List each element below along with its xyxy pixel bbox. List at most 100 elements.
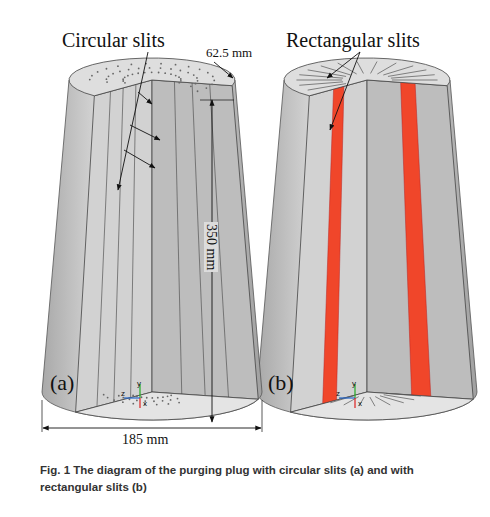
cut-floor — [291, 392, 474, 420]
rectangular-slit — [401, 82, 431, 396]
slit-hole — [187, 72, 189, 74]
slit-mark — [371, 61, 377, 73]
slit-hole — [162, 400, 164, 402]
slit-mark — [377, 63, 396, 74]
dimension-label: 185 mm — [122, 433, 168, 447]
slit-hole — [197, 80, 199, 82]
slit-hole — [129, 398, 131, 400]
slit-hole — [213, 80, 215, 82]
slit-hole — [146, 397, 148, 399]
extension-line — [42, 400, 43, 432]
dimension-line — [43, 428, 261, 429]
axis-arrow — [139, 398, 140, 408]
leader-line — [330, 52, 360, 130]
cut-face — [152, 80, 258, 399]
axis-label: y — [137, 380, 141, 388]
slit-mark — [375, 397, 390, 405]
plug-top — [69, 58, 235, 96]
part-label: Circular slits — [62, 30, 165, 50]
slit-hole — [162, 396, 164, 398]
slit-hole — [136, 396, 138, 398]
slit-hole — [149, 67, 151, 69]
circular-slit — [97, 91, 111, 406]
purging-plug — [42, 58, 262, 420]
slit-hole — [130, 64, 132, 66]
slit-hole — [212, 76, 214, 78]
slit-hole — [193, 74, 195, 76]
slit-hole — [196, 77, 198, 79]
slit-hole — [180, 80, 182, 82]
slit-hole — [132, 73, 134, 75]
slit-hole — [132, 395, 134, 397]
slit-hole — [190, 85, 192, 87]
figure-caption: Fig. 1 The diagram of the purging plug w… — [40, 462, 450, 495]
slit-hole — [128, 69, 130, 71]
slit-hole — [136, 400, 138, 402]
slit-hole — [160, 67, 162, 69]
slit-mark — [330, 396, 354, 403]
slit-mark — [384, 395, 415, 400]
slit-hole — [137, 72, 139, 74]
slit-hole — [179, 70, 181, 72]
leader-line — [138, 92, 152, 104]
slit-hole — [122, 80, 124, 82]
slit-mark — [308, 84, 346, 91]
slit-mark — [388, 70, 426, 77]
slit-hole — [177, 398, 179, 400]
cut-face — [291, 80, 367, 412]
slit-mark — [370, 397, 375, 406]
slit-hole — [138, 68, 140, 70]
circular-slit — [131, 84, 136, 397]
leader-line — [214, 62, 233, 78]
plug-top — [284, 58, 450, 96]
slit-hole — [106, 81, 108, 83]
slit-mark — [308, 70, 346, 77]
slit-mark — [296, 80, 342, 81]
slit-hole — [124, 82, 126, 84]
slit-hole — [117, 65, 119, 67]
slit-hole — [151, 71, 153, 73]
leader-line — [124, 150, 155, 168]
slit-hole — [89, 79, 91, 81]
slit-mark — [391, 75, 435, 78]
cut-face — [367, 80, 473, 399]
slit-mark — [392, 80, 438, 81]
circular-slit — [174, 82, 181, 394]
slit-hole — [112, 73, 114, 75]
slit-hole — [178, 82, 180, 84]
slit-hole — [118, 395, 120, 397]
slit-mark — [357, 61, 363, 73]
slit-hole — [178, 76, 180, 78]
cut-floor — [76, 392, 259, 420]
slit-mark — [321, 66, 351, 75]
slit-hole — [207, 72, 209, 74]
slit-hole — [180, 78, 182, 80]
slit-hole — [153, 400, 155, 402]
circular-slit — [114, 88, 123, 402]
axis-label: x — [358, 400, 362, 408]
leader-line — [130, 125, 160, 140]
slit-hole — [205, 87, 207, 89]
slit-hole — [119, 70, 121, 72]
slit-hole — [170, 68, 172, 70]
rectangular-slit — [323, 86, 344, 403]
slit-hole — [91, 75, 93, 77]
part-label: Rectangular slits — [286, 30, 420, 50]
slit-hole — [158, 72, 160, 74]
slit-hole — [127, 75, 129, 77]
slit-hole — [108, 75, 110, 77]
slit-hole — [97, 71, 99, 73]
axis-label: y — [352, 380, 356, 388]
extension-line — [262, 400, 263, 432]
slit-hole — [160, 63, 162, 65]
slit-hole — [170, 73, 172, 75]
axis-arrow — [354, 398, 355, 408]
slit-hole — [122, 78, 124, 80]
extension-line — [200, 100, 234, 101]
slit-hole — [132, 403, 134, 405]
slit-hole — [199, 68, 201, 70]
slit-hole — [188, 66, 190, 68]
slit-mark — [380, 396, 404, 403]
